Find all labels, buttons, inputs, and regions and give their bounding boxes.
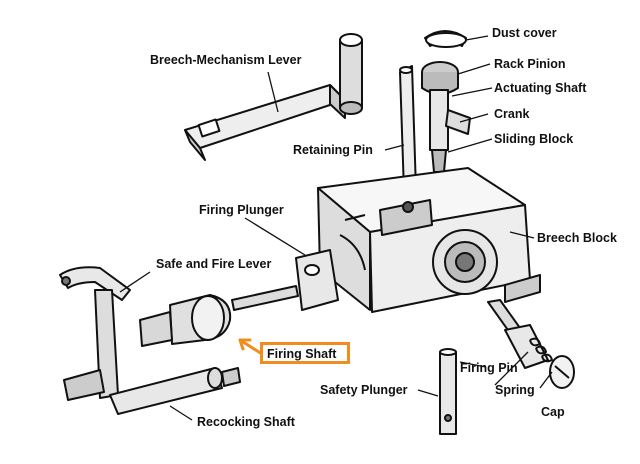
breech-block-part	[317, 167, 541, 313]
label-breech-block: Breech Block	[537, 231, 617, 245]
label-spring: Spring	[495, 383, 535, 397]
label-safe-and-fire-lever: Safe and Fire Lever	[156, 257, 272, 271]
breech-mechanism-lever-part	[184, 33, 363, 161]
firing-shaft-highlight-arrow	[238, 338, 264, 356]
label-breech-mechanism-lever: Breech-Mechanism Lever	[150, 53, 302, 67]
recocking-shaft-part	[109, 367, 241, 415]
retaining-pin-part	[399, 65, 417, 193]
label-crank: Crank	[494, 107, 530, 121]
rack-pinion-part	[421, 61, 471, 173]
firing-pin-part	[487, 299, 575, 389]
label-retaining-pin: Retaining Pin	[293, 143, 373, 157]
label-dust-cover: Dust cover	[492, 26, 557, 40]
label-cap: Cap	[541, 405, 565, 419]
label-sliding-block: Sliding Block	[494, 132, 574, 146]
label-rack-pinion: Rack Pinion	[494, 57, 566, 71]
dust-cover-part	[424, 30, 467, 48]
label-firing-shaft: Firing Shaft	[267, 347, 337, 361]
label-firing-plunger: Firing Plunger	[199, 203, 284, 217]
safe-and-fire-lever-part	[59, 266, 131, 401]
leader-lines	[119, 35, 553, 421]
label-firing-pin: Firing Pin	[460, 361, 518, 375]
label-recocking-shaft: Recocking Shaft	[197, 415, 295, 429]
firing-shaft-highlight-box: Firing Shaft	[260, 342, 350, 364]
label-actuating-shaft: Actuating Shaft	[494, 81, 587, 95]
safety-plunger-part	[439, 348, 457, 435]
label-safety-plunger: Safety Plunger	[320, 383, 408, 397]
firing-shaft-part	[139, 249, 339, 347]
